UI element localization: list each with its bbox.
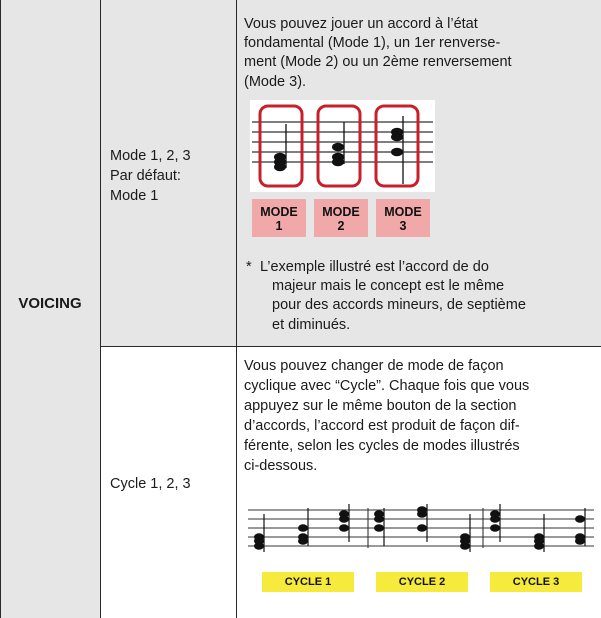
mode-3-label: MODE 3 [376, 199, 430, 237]
mode-description-line-1: Vous pouvez jouer un accord à l’état [244, 16, 478, 32]
cycle-1-label: CYCLE 1 [262, 572, 354, 592]
note-line-3: pour des accords mineurs, de septième [272, 297, 526, 313]
cycle-description-line-1: Vous pouvez changer de mode de façon [244, 358, 504, 374]
note-line-4: et diminués. [272, 317, 351, 333]
mode-1-number: 1 [275, 219, 283, 233]
mode-setting-line-3: Mode 1 [110, 188, 159, 204]
cycle-description-line-3: appuyez sur le même bouton de la section [244, 398, 517, 414]
mode-2-number: 2 [337, 219, 345, 233]
mode-description-line-4: (Mode 3). [244, 74, 307, 90]
cycle-description-line-2: cyclique avec “Cycle”. Chaque fois que v… [244, 378, 530, 394]
mode-2-word: MODE [322, 205, 360, 219]
mode-1-word: MODE [260, 205, 298, 219]
cycle-description-line-6: ci-dessous. [244, 458, 318, 474]
cycle-3-label: CYCLE 3 [490, 572, 582, 592]
mode-3-word: MODE [384, 205, 422, 219]
mode-3-number: 3 [399, 219, 407, 233]
mode-1-label: MODE 1 [252, 199, 306, 237]
left-border [0, 0, 1, 618]
chord-note: * L’exemple illustré est l’accord de do … [246, 258, 586, 338]
mode-setting-line-2: Par défaut: [110, 168, 181, 184]
parameter-name: VOICING [18, 295, 82, 312]
cycle-description-line-5: férente, selon les cycles de modes illus… [244, 438, 520, 454]
mode-chord-illustration [250, 100, 435, 192]
cycle-description-line-4: d’accords, l’accord est produit de façon… [244, 418, 520, 434]
note-line-2: majeur mais le concept est le même [272, 278, 505, 294]
parameter-cell [0, 0, 100, 618]
row-divider [100, 346, 601, 347]
column-divider-2 [236, 0, 237, 618]
column-divider-1 [100, 0, 101, 618]
note-line-1: L’exemple illustré est l’accord de do [260, 259, 489, 275]
mode-description-line-3: ment (Mode 2) ou un 2ème renversement [244, 54, 512, 70]
note-marker: * [246, 259, 252, 275]
mode-setting-line-1: Mode 1, 2, 3 [110, 148, 191, 164]
mode-description-line-2: fondamental (Mode 1), un 1er renverse- [244, 35, 501, 51]
cycle-chord-illustration [248, 504, 594, 552]
cycle-2-label: CYCLE 2 [376, 572, 468, 592]
cycle-setting: Cycle 1, 2, 3 [110, 476, 191, 492]
mode-2-label: MODE 2 [314, 199, 368, 237]
mode-setting-cell [101, 0, 236, 346]
